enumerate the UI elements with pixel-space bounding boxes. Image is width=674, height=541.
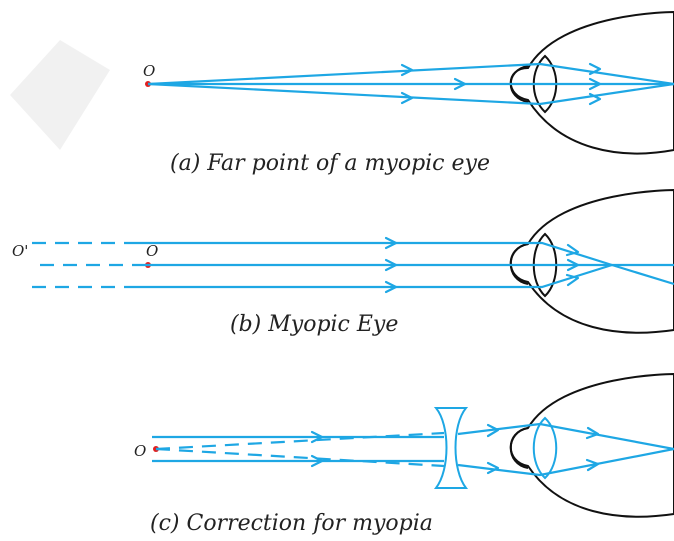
arrow-c-2 bbox=[310, 454, 324, 468]
arrow-c-6 bbox=[585, 458, 600, 472]
arrow-b-4 bbox=[565, 243, 580, 257]
ray-c-top-out bbox=[457, 422, 674, 451]
crystalline-lens-a bbox=[532, 54, 558, 114]
crystalline-lens-b bbox=[532, 232, 558, 298]
panel-a: O (a) Far point of a myopic eye bbox=[143, 10, 674, 176]
eyeball-b bbox=[509, 188, 674, 334]
point-label-o-b: O bbox=[146, 242, 158, 260]
concave-lens-c bbox=[433, 407, 469, 489]
ray-c-bot-out bbox=[457, 447, 674, 477]
caption-c: (c) Correction for myopia bbox=[150, 511, 433, 536]
panel-b: O' O (b) Myopic Eye bbox=[12, 188, 674, 337]
arrow-a-5 bbox=[588, 77, 602, 91]
ray-b-cross-1 bbox=[611, 263, 674, 286]
caption-a: (a) Far point of a myopic eye bbox=[170, 151, 490, 176]
arrow-c-1 bbox=[310, 430, 324, 444]
arrow-b-6 bbox=[565, 273, 580, 287]
dash-c-top bbox=[155, 431, 445, 451]
crystalline-lens-c bbox=[532, 416, 558, 480]
panel-c: O (c) Correction for myopia bbox=[134, 372, 674, 536]
cornea-c bbox=[509, 427, 529, 469]
eyeball-a bbox=[509, 10, 674, 155]
arrow-b-3 bbox=[384, 280, 398, 294]
ray-b-top bbox=[136, 241, 613, 267]
watermark bbox=[10, 40, 110, 150]
point-label-o-c: O bbox=[134, 442, 146, 460]
arrow-a-1 bbox=[400, 63, 414, 77]
ray-a-bot bbox=[147, 82, 674, 106]
arrow-a-2 bbox=[453, 77, 467, 91]
arrow-c-3 bbox=[486, 423, 500, 438]
arrow-c-4 bbox=[486, 461, 500, 475]
point-label-o-a: O bbox=[143, 62, 155, 80]
far-point-label-o-prime: O' bbox=[12, 242, 28, 260]
arrow-c-5 bbox=[585, 426, 600, 440]
arrow-a-4 bbox=[588, 62, 602, 76]
arrow-b-5 bbox=[566, 258, 580, 272]
dash-c-bot bbox=[155, 447, 445, 468]
arrow-b-2 bbox=[384, 258, 398, 272]
arrow-b-1 bbox=[384, 236, 398, 250]
arrow-a-3 bbox=[400, 91, 414, 105]
ray-a-top bbox=[147, 62, 674, 86]
caption-b: (b) Myopic Eye bbox=[230, 312, 398, 337]
arrow-a-6 bbox=[588, 92, 602, 106]
ray-b-bot bbox=[136, 263, 613, 289]
